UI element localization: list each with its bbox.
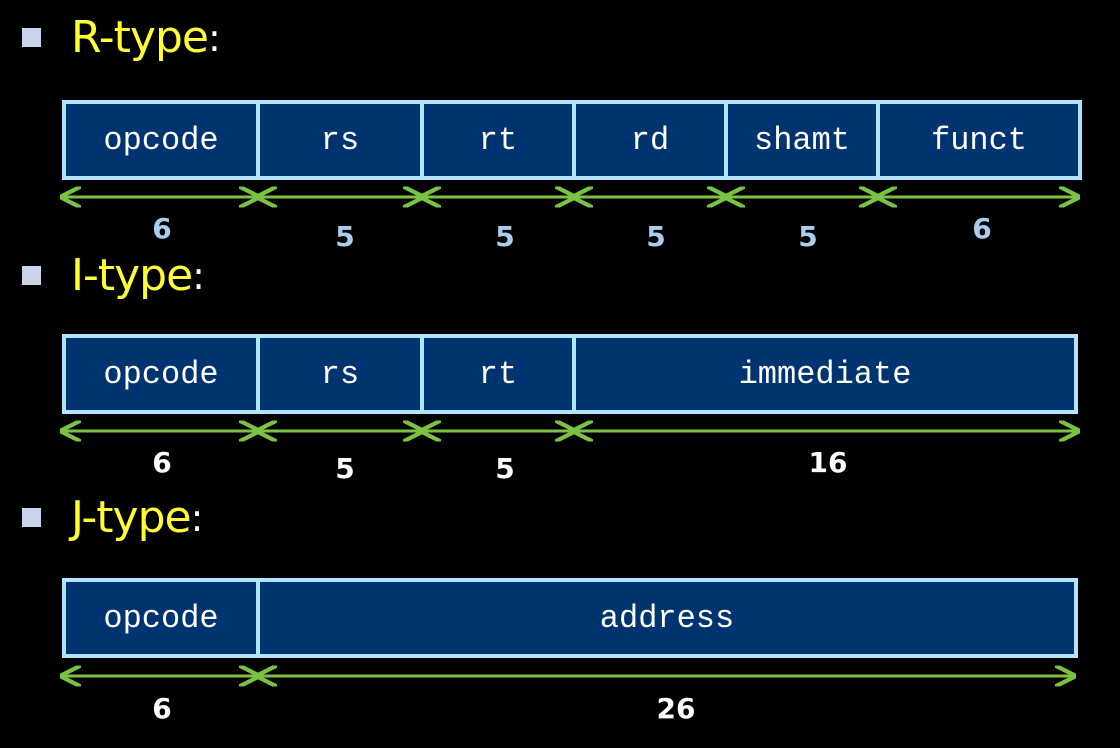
i-type-bits-rs: 5 bbox=[335, 452, 355, 485]
j-type-field-address: address bbox=[256, 578, 1078, 658]
j-type-bits-opcode: 6 bbox=[152, 692, 172, 725]
i-type-bits-opcode: 6 bbox=[152, 446, 172, 479]
r-type-bits-rd: 5 bbox=[646, 220, 666, 253]
r-type-bits-funct: 6 bbox=[972, 212, 992, 245]
i-type-bits-immediate: 16 bbox=[808, 446, 848, 479]
j-type-colon: : bbox=[190, 495, 204, 540]
i-type-colon: : bbox=[192, 253, 205, 298]
r-type-field-opcode: opcode bbox=[62, 100, 260, 180]
i-type-title: I-type bbox=[71, 250, 193, 301]
i-type-field-opcode: opcode bbox=[62, 334, 260, 414]
bullet-icon bbox=[22, 28, 41, 47]
j-type-bits-address: 26 bbox=[656, 692, 696, 725]
j-type-title: J-type bbox=[71, 492, 192, 543]
r-type-field-shamt: shamt bbox=[724, 100, 880, 180]
r-type-bits-shamt: 5 bbox=[798, 220, 818, 253]
r-type-bits-opcode: 6 bbox=[152, 212, 172, 245]
bullet-icon bbox=[22, 508, 41, 527]
r-type-field-rs: rs bbox=[256, 100, 424, 180]
bullet-icon bbox=[22, 266, 41, 285]
r-type-colon: : bbox=[207, 15, 221, 60]
r-type-bits-rt: 5 bbox=[495, 220, 515, 253]
i-type-field-immediate: immediate bbox=[572, 334, 1078, 414]
r-type-title: R-type bbox=[71, 12, 209, 63]
j-type-heading: J-type : bbox=[22, 492, 203, 543]
r-type-field-rt: rt bbox=[420, 100, 576, 180]
i-type-heading: I-type : bbox=[22, 250, 205, 301]
r-type-bits-rs: 5 bbox=[335, 220, 355, 253]
r-type-field-funct: funct bbox=[876, 100, 1082, 180]
i-type-bits-rt: 5 bbox=[495, 452, 515, 485]
i-type-field-rs: rs bbox=[256, 334, 424, 414]
r-type-field-rd: rd bbox=[572, 100, 728, 180]
r-type-heading: R-type : bbox=[22, 12, 221, 63]
i-type-field-rt: rt bbox=[420, 334, 576, 414]
j-type-field-opcode: opcode bbox=[62, 578, 260, 658]
